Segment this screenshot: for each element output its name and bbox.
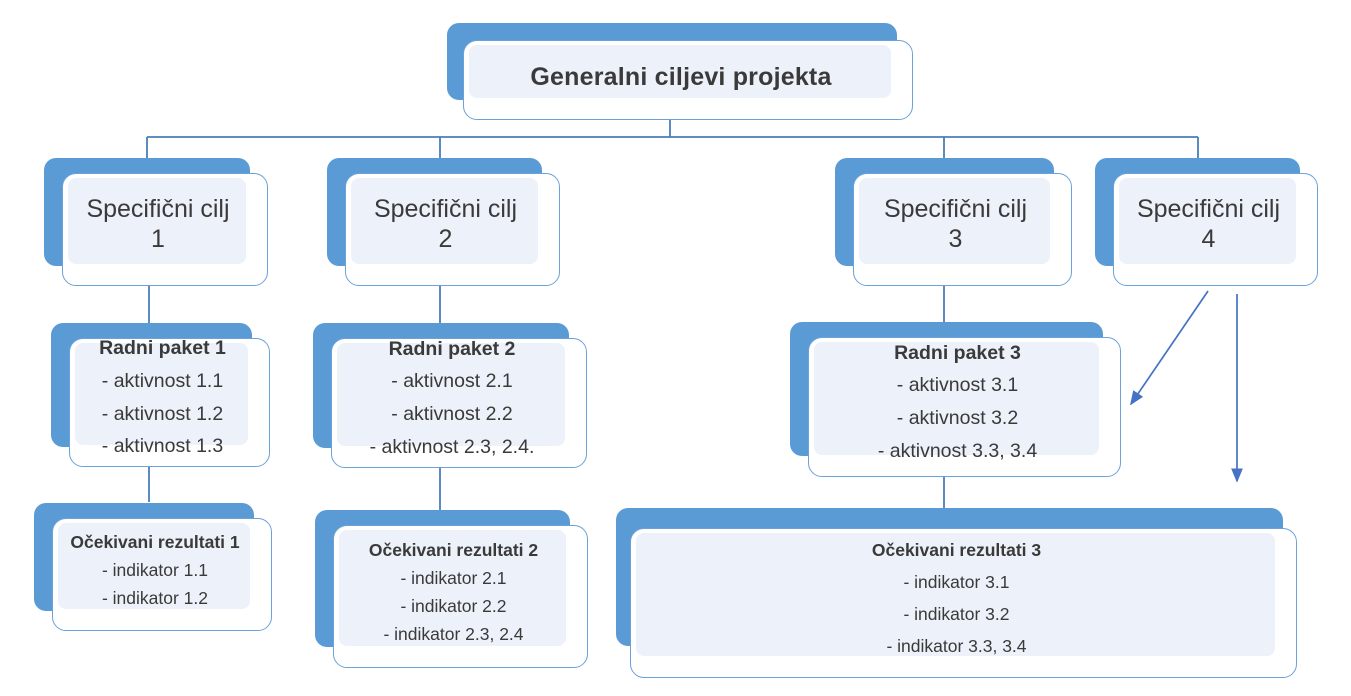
activity-item: - aktivnost 2.2: [391, 403, 513, 425]
box-panel: [636, 533, 1275, 656]
specific-goal-4-box: Specifični cilj 4: [1095, 158, 1318, 286]
specific-goal-2-box: Specifični cilj 2: [327, 158, 560, 286]
box-face: Radni paket 1 - aktivnost 1.1 - aktivnos…: [69, 337, 270, 467]
work-package-2-box: Radni paket 2 - aktivnost 2.1 - aktivnos…: [313, 323, 587, 468]
goal-number: 1: [151, 224, 165, 253]
box-face: Radni paket 3 - aktivnost 3.1 - aktivnos…: [808, 337, 1121, 477]
box-face: Specifični cilj 1: [62, 173, 268, 286]
activity-item: - aktivnost 3.3, 3.4: [877, 439, 1038, 462]
goal-number: 2: [438, 224, 453, 253]
results-title: Očekivani rezultati 2: [368, 539, 539, 560]
box-content: Očekivani rezultati 3 - indikator 3.1 - …: [631, 529, 1296, 677]
box-panel: [58, 523, 250, 609]
work-package-3-box: Radni paket 3 - aktivnost 3.1 - aktivnos…: [790, 322, 1121, 477]
box-content: Generalni ciljevi projekta: [464, 41, 912, 119]
box-content: Radni paket 3 - aktivnost 3.1 - aktivnos…: [809, 338, 1120, 476]
box-panel: [469, 45, 891, 98]
indicator-item: - indikator 3.1: [903, 571, 1010, 592]
indicator-item: - indikator 2.1: [400, 567, 507, 588]
activity-item: - aktivnost 2.3, 2.4.: [369, 435, 535, 458]
box-content: Očekivani rezultati 1 - indikator 1.1 - …: [53, 519, 271, 630]
results-title: Očekivani rezultati 1: [70, 531, 240, 552]
indicator-item: - indikator 1.1: [101, 559, 209, 580]
specific-goal-3-box: Specifični cilj 3: [835, 158, 1072, 286]
work-package-1-box: Radni paket 1 - aktivnost 1.1 - aktivnos…: [51, 323, 270, 467]
box-content: Radni paket 1 - aktivnost 1.1 - aktivnos…: [70, 337, 269, 466]
connector-tree: [146, 120, 1199, 512]
goal-label: Specifični cilj: [373, 195, 518, 223]
box-panel: [814, 342, 1099, 455]
box-panel: [859, 178, 1050, 264]
work-package-title: Radni paket 2: [388, 337, 516, 360]
expected-results-2-box: Očekivani rezultati 2 - indikator 2.1 - …: [315, 510, 588, 668]
box-content: Specifični cilj 3: [854, 174, 1071, 285]
work-package-title: Radni paket 3: [894, 341, 1021, 364]
goal-label: Specifični cilj: [1136, 195, 1281, 223]
specific-goal-1-box: Specifični cilj 1: [44, 158, 268, 286]
indicator-item: - indikator 2.2: [400, 595, 507, 616]
general-goals-box: Generalni ciljevi projekta: [447, 23, 913, 120]
box-panel: [75, 343, 248, 445]
box-face: Očekivani rezultati 3 - indikator 3.1 - …: [630, 528, 1297, 678]
box-face: Radni paket 2 - aktivnost 2.1 - aktivnos…: [331, 338, 587, 468]
box-panel: [68, 178, 246, 264]
indicator-item: - indikator 2.3, 2.4: [383, 623, 524, 644]
activity-item: - aktivnost 1.3: [101, 435, 224, 458]
activity-item: - aktivnost 1.1: [101, 369, 224, 392]
expected-results-3-box: Očekivani rezultati 3 - indikator 3.1 - …: [616, 508, 1297, 678]
arrow-goal4-to-workpackage3: [1130, 290, 1209, 406]
general-goals-label: Generalni ciljevi projekta: [530, 62, 832, 91]
goal-label: Specifični cilj: [883, 195, 1028, 223]
indicator-item: - indikator 3.2: [903, 604, 1010, 624]
goal-number: 4: [1201, 224, 1216, 253]
box-panel: [1119, 178, 1296, 264]
box-face: Specifični cilj 4: [1113, 173, 1318, 286]
indicator-item: - indikator 3.3, 3.4: [886, 636, 1027, 657]
box-face: Očekivani rezultati 2 - indikator 2.1 - …: [333, 525, 588, 668]
box-content: Radni paket 2 - aktivnost 2.1 - aktivnos…: [332, 338, 586, 467]
box-content: Specifični cilj 4: [1114, 174, 1317, 285]
expected-results-1-box: Očekivani rezultati 1 - indikator 1.1 - …: [34, 503, 272, 631]
box-face: Specifični cilj 3: [853, 173, 1072, 286]
activity-item: - aktivnost 2.1: [391, 370, 513, 393]
activity-item: - aktivnost 3.1: [896, 374, 1019, 397]
box-panel: [351, 178, 538, 264]
results-title: Očekivani rezultati 3: [871, 539, 1042, 560]
box-panel: [337, 343, 565, 446]
work-package-title: Radni paket 1: [99, 337, 226, 359]
goal-number: 3: [948, 224, 963, 253]
box-content: Specifični cilj 1: [63, 174, 267, 285]
goal-label: Specifični cilj: [86, 195, 230, 223]
activity-item: - aktivnost 1.2: [101, 402, 224, 425]
box-face: Specifični cilj 2: [345, 173, 560, 286]
box-face: Očekivani rezultati 1 - indikator 1.1 - …: [52, 518, 272, 631]
indicator-item: - indikator 1.2: [101, 587, 209, 608]
box-content: Očekivani rezultati 2 - indikator 2.1 - …: [334, 526, 587, 667]
activity-item: - aktivnost 3.2: [896, 407, 1019, 429]
box-panel: [339, 530, 566, 646]
box-face: Generalni ciljevi projekta: [463, 40, 913, 120]
box-content: Specifični cilj 2: [346, 174, 559, 285]
